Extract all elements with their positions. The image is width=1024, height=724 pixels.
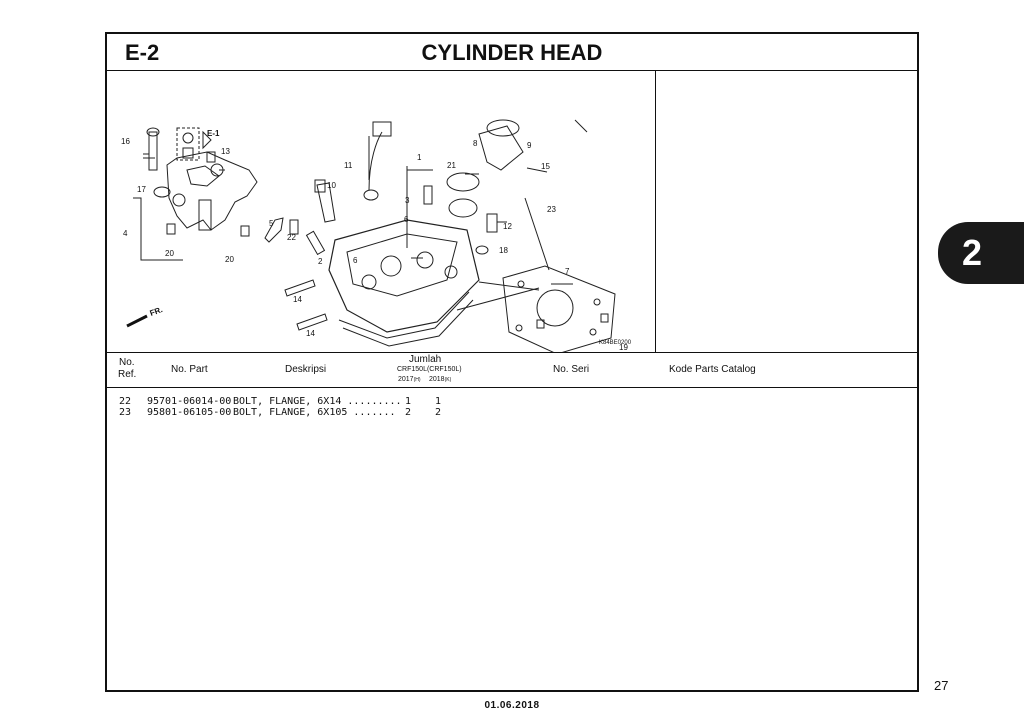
callout-5: 5 xyxy=(269,219,274,228)
col-qty: Jumlah xyxy=(409,354,442,365)
callout-14-a: 14 xyxy=(293,295,302,304)
callout-21: 21 xyxy=(447,161,456,170)
table-row: 23 95801-06105-00 BOLT, FLANGE, 6X105 ..… xyxy=(119,407,442,418)
page-header: E-2 CYLINDER HEAD xyxy=(107,34,917,71)
catalog-frame: E-2 CYLINDER HEAD xyxy=(105,32,919,692)
callout-1: 1 xyxy=(417,153,422,162)
page-title: CYLINDER HEAD xyxy=(421,40,603,65)
callout-23: 23 xyxy=(547,205,556,214)
callout-2: 2 xyxy=(318,257,323,266)
col-ref-sub: Ref. xyxy=(118,369,137,380)
ref-arrow-label: E-1 xyxy=(207,129,220,138)
callout-22: 22 xyxy=(287,233,296,242)
image-code: K84BE0200 xyxy=(599,340,632,346)
exploded-diagram: 16 13 17 4 20 20 5 22 10 11 1 21 8 9 15 … xyxy=(107,70,655,366)
col-ref-no: No. xyxy=(119,357,135,368)
callout-13: 13 xyxy=(221,147,230,156)
callout-8: 8 xyxy=(473,139,478,148)
callout-11: 11 xyxy=(344,161,353,170)
col-part-no: No. Part xyxy=(171,364,208,375)
callout-20-a: 20 xyxy=(165,249,174,258)
front-label: FR. xyxy=(149,305,164,318)
callout-18: 18 xyxy=(499,246,508,255)
col-qty-models: CRF150L(CRF150L) xyxy=(397,366,462,373)
col-qty-year-2017: 2017(H) xyxy=(398,376,421,383)
section-code: E-2 xyxy=(125,40,160,65)
table-row: 22 95701-06014-00 BOLT, FLANGE, 6X14 ...… xyxy=(119,396,442,407)
col-catalog: Kode Parts Catalog xyxy=(669,364,756,375)
page-number: 27 xyxy=(934,678,949,693)
callout-17: 17 xyxy=(137,185,146,194)
col-description: Deskripsi xyxy=(285,364,327,375)
callout-16: 16 xyxy=(121,137,130,146)
callout-6-a: 6 xyxy=(404,215,409,224)
section-tab-number: 2 xyxy=(962,232,983,273)
col-serial: No. Seri xyxy=(553,364,590,375)
callout-19-a: 19 xyxy=(619,343,628,352)
section-tab: 2 xyxy=(938,222,1024,284)
callout-6-b: 6 xyxy=(353,256,358,265)
callout-14-b: 14 xyxy=(306,329,315,338)
front-arrow-icon xyxy=(126,314,148,328)
col-qty-year-2018: 2018(K) xyxy=(429,376,452,383)
diagram-side-panel xyxy=(655,70,918,352)
parts-table: 22 95701-06014-00 BOLT, FLANGE, 6X14 ...… xyxy=(119,396,465,418)
callout-12: 12 xyxy=(503,222,512,231)
callout-3: 3 xyxy=(405,196,410,205)
callout-10: 10 xyxy=(327,181,336,190)
callout-20-b: 20 xyxy=(225,255,234,264)
table-header: No. Ref. No. Part Deskripsi Jumlah CRF15… xyxy=(107,352,917,388)
callout-7: 7 xyxy=(565,267,570,276)
callout-9: 9 xyxy=(527,141,532,150)
diagram-svg: 16 13 17 4 20 20 5 22 10 11 1 21 8 9 15 … xyxy=(121,119,632,366)
callout-15: 15 xyxy=(541,162,550,171)
callout-4: 4 xyxy=(123,229,128,238)
print-date: 01.06.2018 xyxy=(484,700,540,711)
